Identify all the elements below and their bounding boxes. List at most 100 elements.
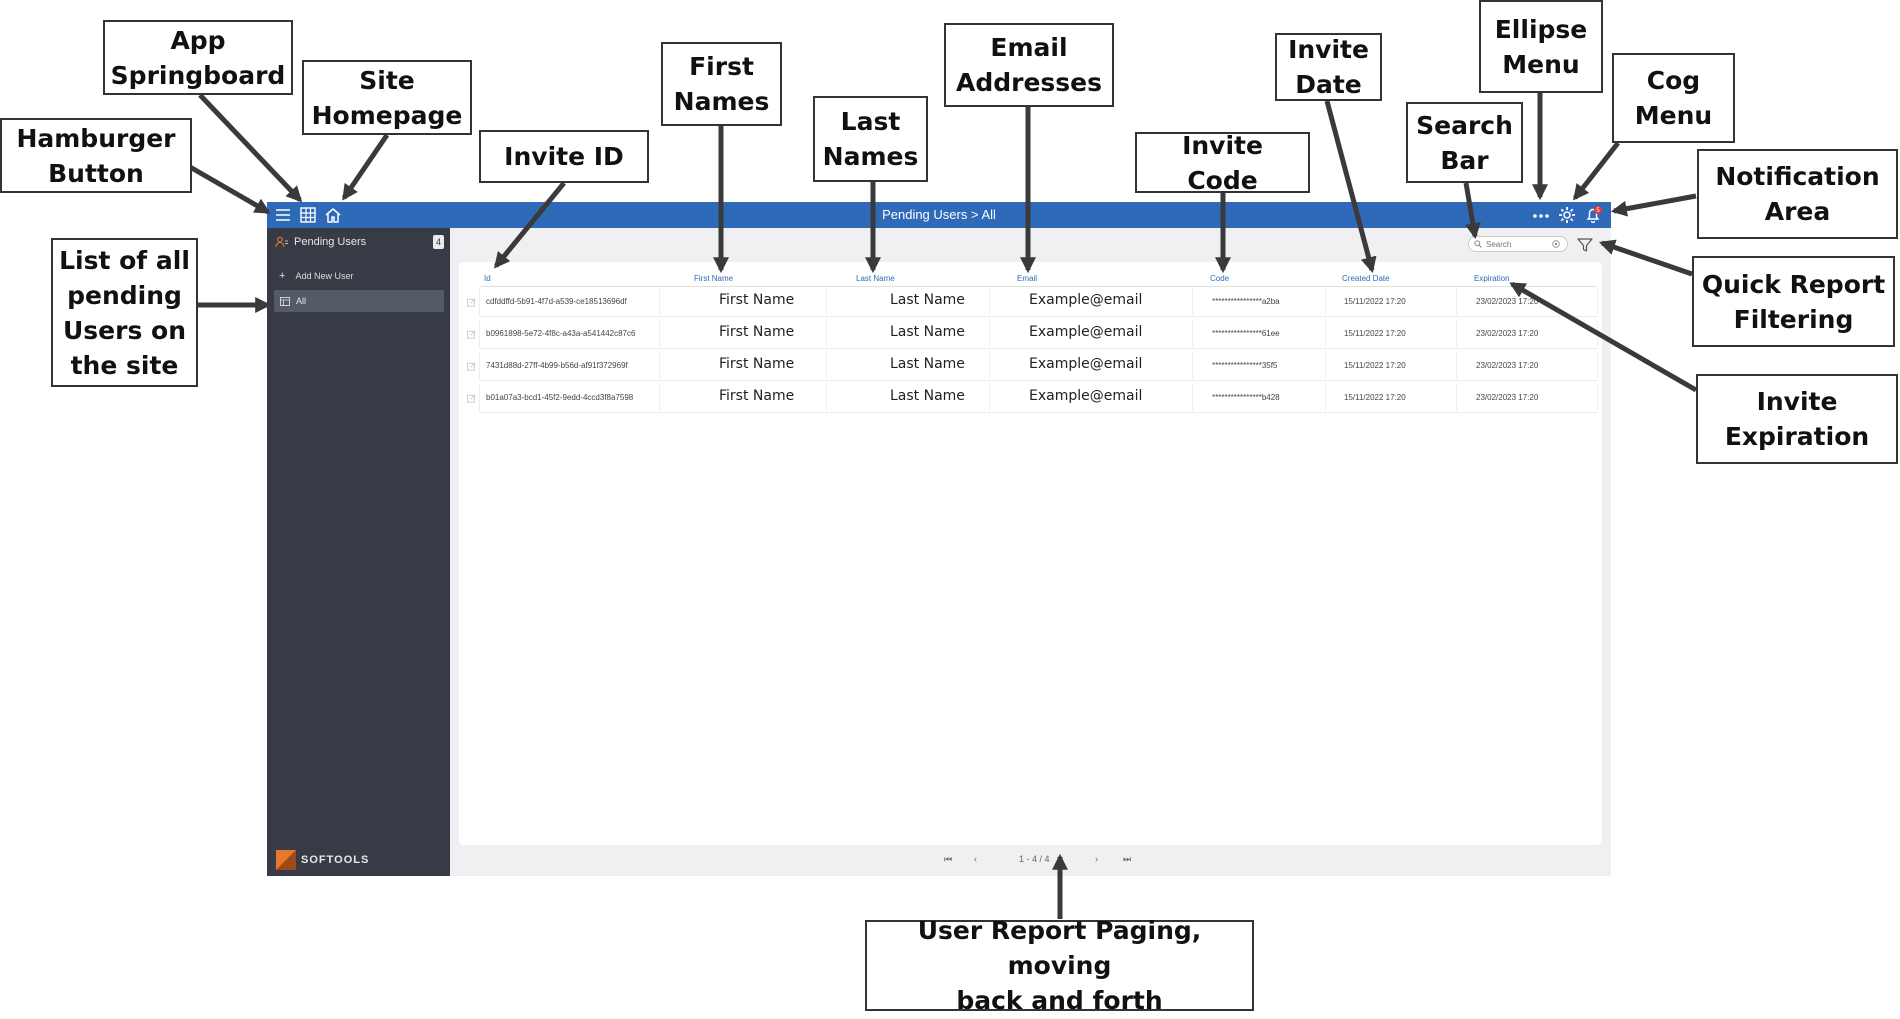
column-header-first-name[interactable]: First Name [694, 274, 734, 283]
gear-icon[interactable] [1557, 205, 1577, 225]
cell-expiration: 23/02/2023 17:20 [1476, 329, 1539, 338]
cell-divider [989, 321, 990, 347]
clear-search-icon[interactable] [1552, 240, 1560, 248]
cell-first: First Name [719, 356, 795, 372]
callout-search-bar: Search Bar [1406, 102, 1523, 183]
cell-id: b0961898-5e72-4f8c-a43a-a541442c87c6 [486, 329, 636, 338]
cell-email: Example@email [1029, 292, 1143, 308]
cell-divider [479, 385, 480, 411]
add-new-user-label: Add New User [295, 271, 354, 281]
cell-divider [1597, 321, 1598, 347]
first-page-button[interactable]: ⏮ [944, 854, 953, 864]
cell-id: b01a07a3-bcd1-45f2-9edd-4ccd3f8a7598 [486, 393, 634, 402]
cell-divider [659, 353, 660, 379]
header-divider [479, 286, 1597, 287]
cell-code: ****************a2ba [1212, 297, 1280, 306]
callout-invite-expiration: Invite Expiration [1696, 374, 1898, 464]
last-page-button[interactable]: ⏭ [1123, 854, 1132, 864]
cell-divider [659, 321, 660, 347]
add-new-user-button[interactable]: + Add New User [279, 270, 353, 282]
row-divider [479, 412, 1597, 413]
cell-created: 15/11/2022 17:20 [1344, 393, 1406, 402]
cell-code: ****************35f5 [1212, 361, 1278, 370]
cell-last: Last Name [890, 356, 965, 372]
callout-invite-id: Invite ID [479, 130, 649, 183]
cell-divider [1192, 289, 1193, 315]
cell-last: Last Name [890, 292, 965, 308]
row-divider [479, 316, 1597, 317]
table-row[interactable]: b01a07a3-bcd1-45f2-9edd-4ccd3f8a7598 Firs… [459, 385, 1602, 413]
edit-icon[interactable] [467, 394, 476, 403]
ellipsis-icon[interactable] [1531, 205, 1551, 225]
cell-divider [1325, 353, 1326, 379]
brand-logo: SOFTOOLS [276, 850, 369, 870]
edit-icon[interactable] [467, 298, 476, 307]
edit-icon[interactable] [467, 362, 476, 371]
cell-divider [1192, 353, 1193, 379]
bell-icon[interactable]: 5 [1583, 205, 1603, 225]
hamburger-icon[interactable] [273, 205, 293, 225]
top-bar: Pending Users > All 5 [267, 202, 1611, 228]
edit-icon[interactable] [467, 330, 476, 339]
sidebar-count-badge: 4 [433, 235, 444, 249]
report-icon [280, 296, 290, 306]
cell-first: First Name [719, 388, 795, 404]
callout-ellipse-menu: Ellipse Menu [1479, 0, 1603, 93]
prev-page-button[interactable]: ‹ [974, 854, 977, 864]
sidebar: Pending Users 4 + Add New User All SOFTO… [267, 228, 450, 876]
cell-expiration: 23/02/2023 17:20 [1476, 361, 1539, 370]
callout-cog-menu: Cog Menu [1612, 53, 1735, 143]
row-divider [479, 348, 1597, 349]
search-input[interactable] [1486, 239, 1548, 249]
report-panel: Id First Name Last Name Email Code Creat… [459, 262, 1602, 845]
cell-divider [1325, 321, 1326, 347]
next-page-button[interactable]: › [1095, 854, 1098, 864]
sidebar-header[interactable]: Pending Users [275, 236, 366, 248]
softools-logo-icon [276, 850, 296, 870]
cell-first: First Name [719, 324, 795, 340]
sidebar-title: Pending Users [294, 236, 367, 248]
column-header-email[interactable]: Email [1017, 274, 1038, 283]
search-icon [1474, 240, 1482, 248]
cell-created: 15/11/2022 17:20 [1344, 329, 1406, 338]
table-row[interactable]: b0961898-5e72-4f8c-a43a-a541442c87c6 Firs… [459, 321, 1602, 349]
cell-divider [659, 289, 660, 315]
cell-expiration: 23/02/2023 17:20 [1476, 393, 1539, 402]
callout-invite-date: Invite Date [1275, 33, 1382, 101]
notification-badge: 5 [1596, 208, 1600, 214]
column-header-id[interactable]: Id [484, 274, 491, 283]
column-header-created-date[interactable]: Created Date [1342, 274, 1390, 283]
cell-created: 15/11/2022 17:20 [1344, 361, 1406, 370]
cell-divider [1192, 321, 1193, 347]
cell-divider [989, 289, 990, 315]
sidebar-item-all[interactable]: All [274, 290, 444, 312]
search-bar[interactable] [1468, 236, 1568, 252]
callout-last-names: Last Names [813, 96, 928, 182]
cell-divider [826, 289, 827, 315]
cell-divider [659, 385, 660, 411]
callout-list-pending-users: List of all pending Users on the site [51, 238, 198, 387]
cell-divider [479, 353, 480, 379]
cell-email: Example@email [1029, 388, 1143, 404]
cell-divider [826, 321, 827, 347]
home-icon[interactable] [323, 205, 343, 225]
grid-icon[interactable] [298, 205, 318, 225]
cell-code: ****************61ee [1212, 329, 1280, 338]
plus-icon: + [279, 270, 286, 282]
column-header-expiration[interactable]: Expiration [1474, 274, 1510, 283]
column-header-last-name[interactable]: Last Name [856, 274, 895, 283]
cell-expiration: 23/02/2023 17:20 [1476, 297, 1539, 306]
callout-site-homepage: Site Homepage [302, 60, 472, 135]
pager: ⏮ ‹ 1 - 4 / 4 › ⏭ [267, 852, 1611, 868]
column-header-code[interactable]: Code [1210, 274, 1230, 283]
row-divider [479, 380, 1597, 381]
cell-divider [989, 353, 990, 379]
app-window: Pending Users > All 5 Pending Users 4 + [267, 202, 1611, 876]
sidebar-item-label: All [296, 296, 307, 306]
cell-divider [826, 353, 827, 379]
filter-icon[interactable] [1576, 236, 1594, 254]
breadcrumb: Pending Users > All [882, 207, 996, 222]
cell-last: Last Name [890, 388, 965, 404]
